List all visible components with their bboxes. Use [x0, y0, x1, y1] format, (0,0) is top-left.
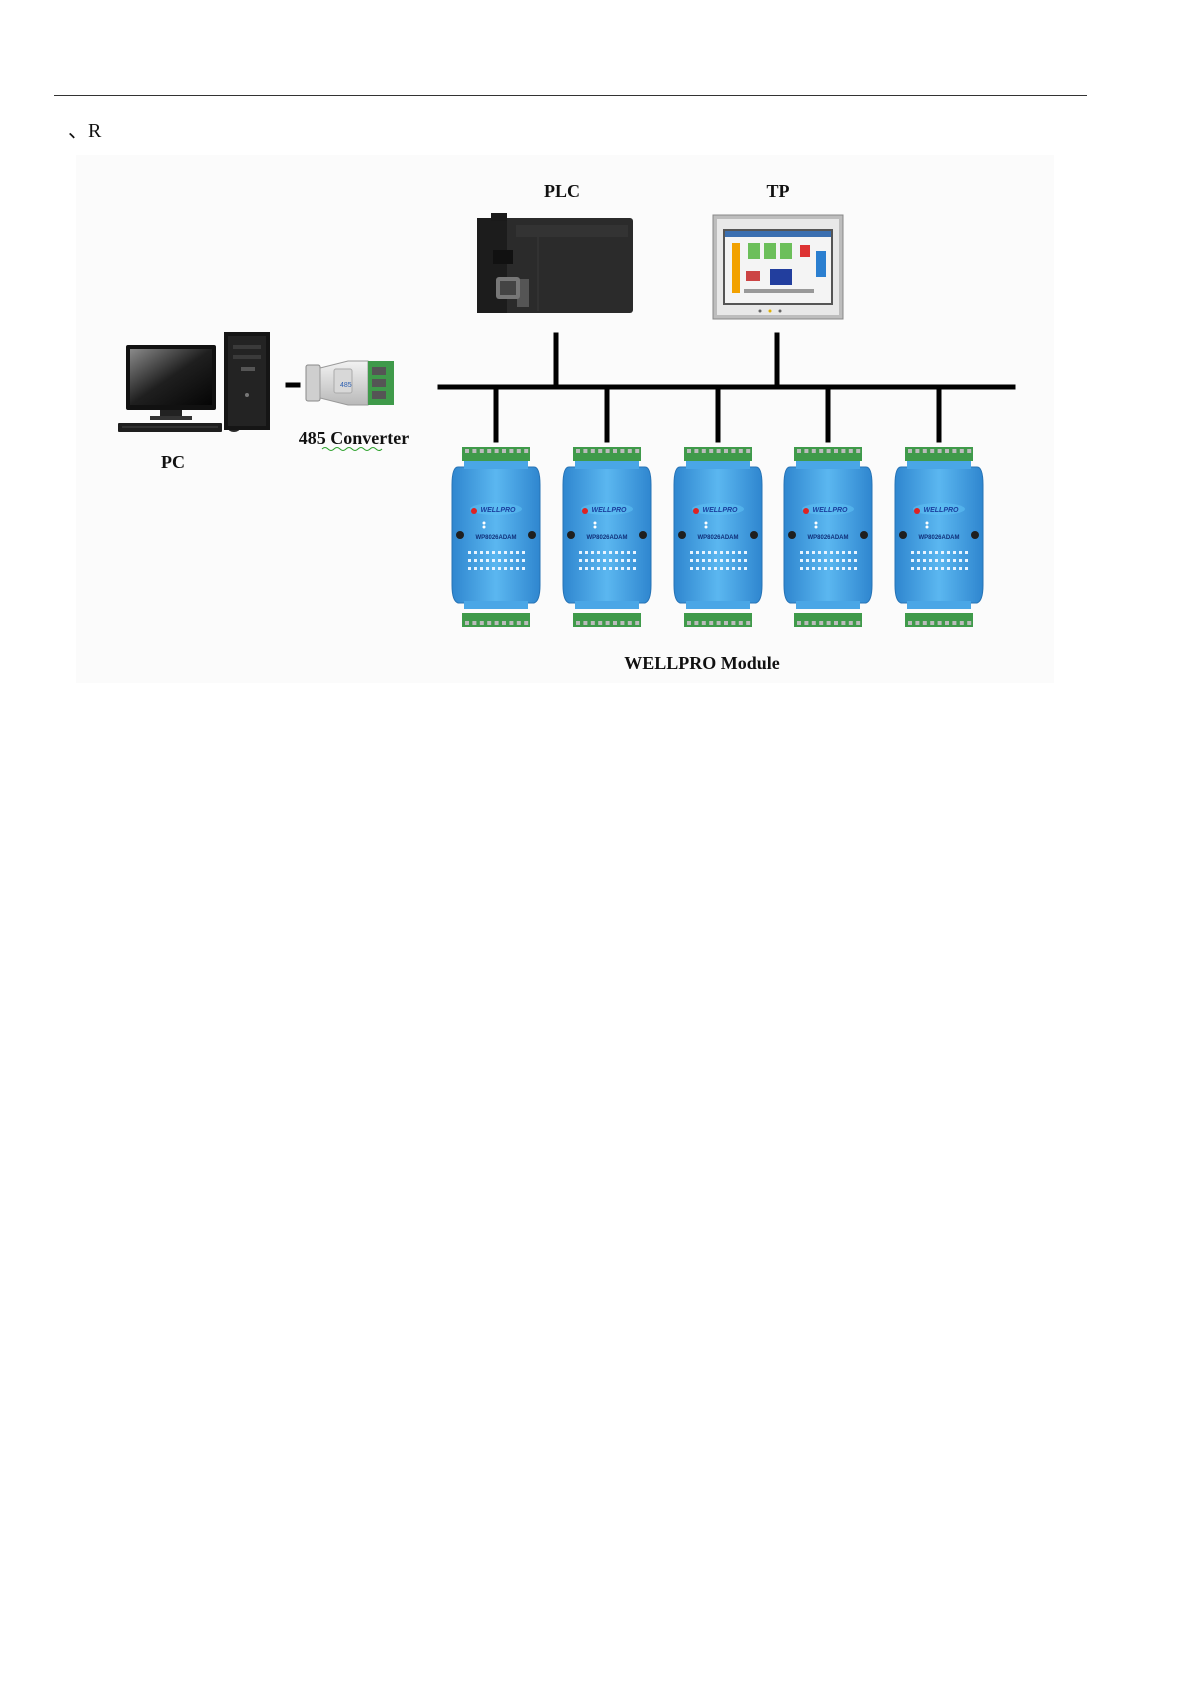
pc-label: PC — [161, 452, 185, 472]
plc-device-icon — [477, 213, 633, 313]
module-brand-logo: WELLPRO — [481, 507, 517, 514]
header-rule — [54, 95, 1087, 96]
wellpro-module-1: WELLPRO WP8026ADAM — [452, 447, 540, 627]
module-model-label: WP8026ADAM — [918, 535, 959, 541]
wellpro-module-3: WELLPRO WP8026ADAM — [674, 447, 762, 627]
converter-label: 485 Converter — [299, 428, 409, 448]
pc-computer-icon — [118, 332, 270, 432]
module-brand-logo: WELLPRO — [813, 507, 849, 514]
network-diagram: PLC TP PC — [76, 155, 1054, 683]
touch-panel-icon — [713, 215, 843, 319]
module-model-label: WP8026ADAM — [807, 535, 848, 541]
module-brand-logo: WELLPRO — [924, 507, 960, 514]
converter-485-icon: 485 — [306, 361, 394, 405]
module-model-label: WP8026ADAM — [586, 535, 627, 541]
module-model-label: WP8026ADAM — [475, 535, 516, 541]
wellpro-module-2: WELLPRO WP8026ADAM — [563, 447, 651, 627]
plc-label: PLC — [544, 181, 580, 201]
tp-label: TP — [766, 181, 789, 201]
module-brand-logo: WELLPRO — [592, 507, 628, 514]
module-brand-logo: WELLPRO — [703, 507, 739, 514]
wellpro-module-row: WELLPROWP8026ADAMWELLPROWP8026ADAMWELLPR… — [452, 447, 983, 627]
wellpro-module-4: WELLPRO WP8026ADAM — [784, 447, 872, 627]
wellpro-module-5: WELLPRO WP8026ADAM — [895, 447, 983, 627]
module-group-label: WELLPRO Module — [624, 653, 780, 673]
module-model-label: WP8026ADAM — [697, 535, 738, 541]
svg-text:485: 485 — [340, 382, 352, 389]
heading-text: 、R — [68, 114, 101, 143]
rs485-bus — [288, 335, 1013, 440]
